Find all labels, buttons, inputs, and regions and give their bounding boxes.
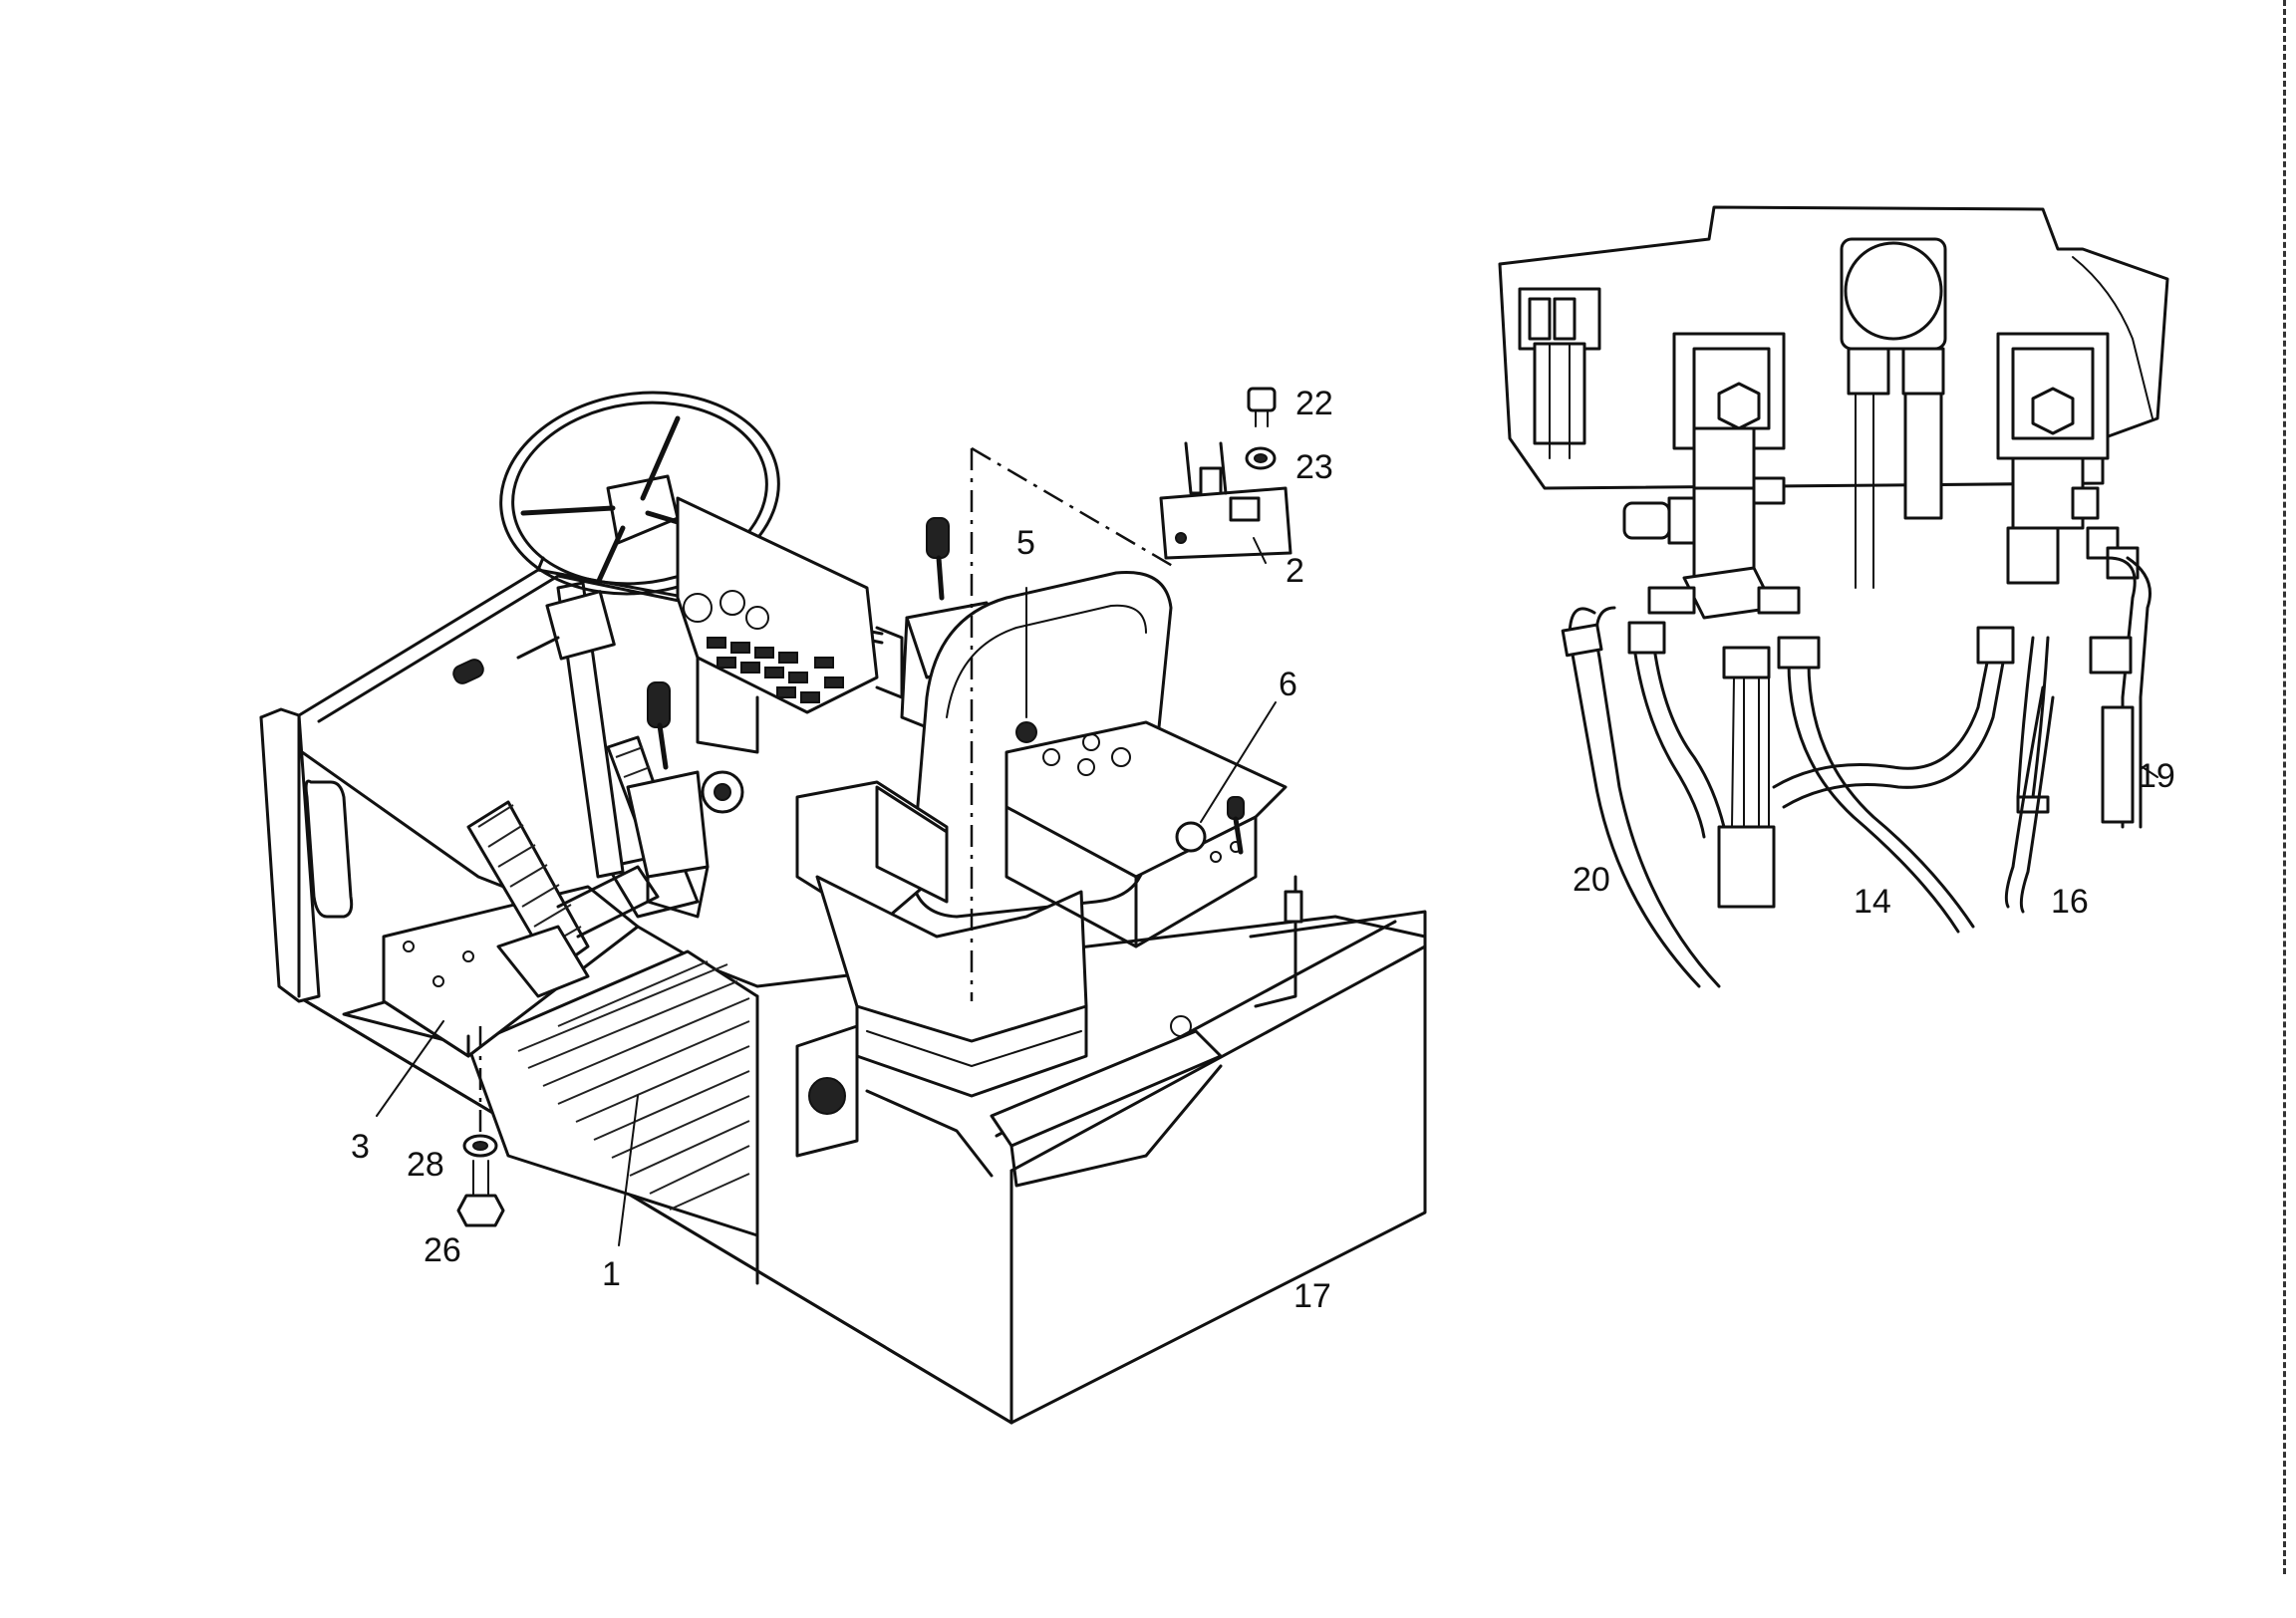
- callout-3: 3: [351, 1128, 370, 1166]
- switch-bracket: [1159, 441, 1292, 560]
- callout-23: 23: [1295, 448, 1333, 486]
- callout-2: 2: [1286, 552, 1304, 590]
- pressure-gauge: [1840, 237, 1947, 589]
- callout-16: 16: [2051, 883, 2089, 921]
- callout-5: 5: [1016, 524, 1035, 562]
- rear-tray: [795, 1015, 1223, 1188]
- leader-lines: [376, 446, 1277, 1246]
- callout-19: 19: [2138, 757, 2175, 795]
- hydraulic-hoses: [1561, 556, 2152, 988]
- bolt-26: [456, 1160, 505, 1227]
- callout-6: 6: [1279, 666, 1297, 703]
- callout-14: 14: [1854, 883, 1891, 921]
- switch-cluster: [707, 637, 844, 703]
- washer-28: [462, 1134, 498, 1158]
- right-valve-block: [1996, 332, 2140, 585]
- left-valve: [1518, 287, 1601, 459]
- callout-20: 20: [1573, 861, 1610, 899]
- page-edge-rule: [2283, 0, 2289, 1574]
- callout-1: 1: [602, 1255, 621, 1293]
- center-left-block: [1622, 332, 1801, 620]
- instrument-panel: [676, 496, 904, 754]
- mounting-panel: [1498, 205, 2169, 490]
- callout-22: 22: [1295, 385, 1333, 422]
- right-side-console: [1004, 720, 1303, 1008]
- brake-pedal: [466, 800, 590, 998]
- steering-column: [452, 581, 660, 939]
- callout-17: 17: [1293, 1277, 1331, 1315]
- floor-plate: [466, 949, 759, 1237]
- callout-26: 26: [424, 1231, 461, 1269]
- washer-23: [1245, 446, 1277, 470]
- left-control-lever: [626, 681, 744, 919]
- screw-22: [1247, 387, 1277, 427]
- callout-28: 28: [407, 1146, 444, 1184]
- detail-leader-lines: [2142, 766, 2158, 778]
